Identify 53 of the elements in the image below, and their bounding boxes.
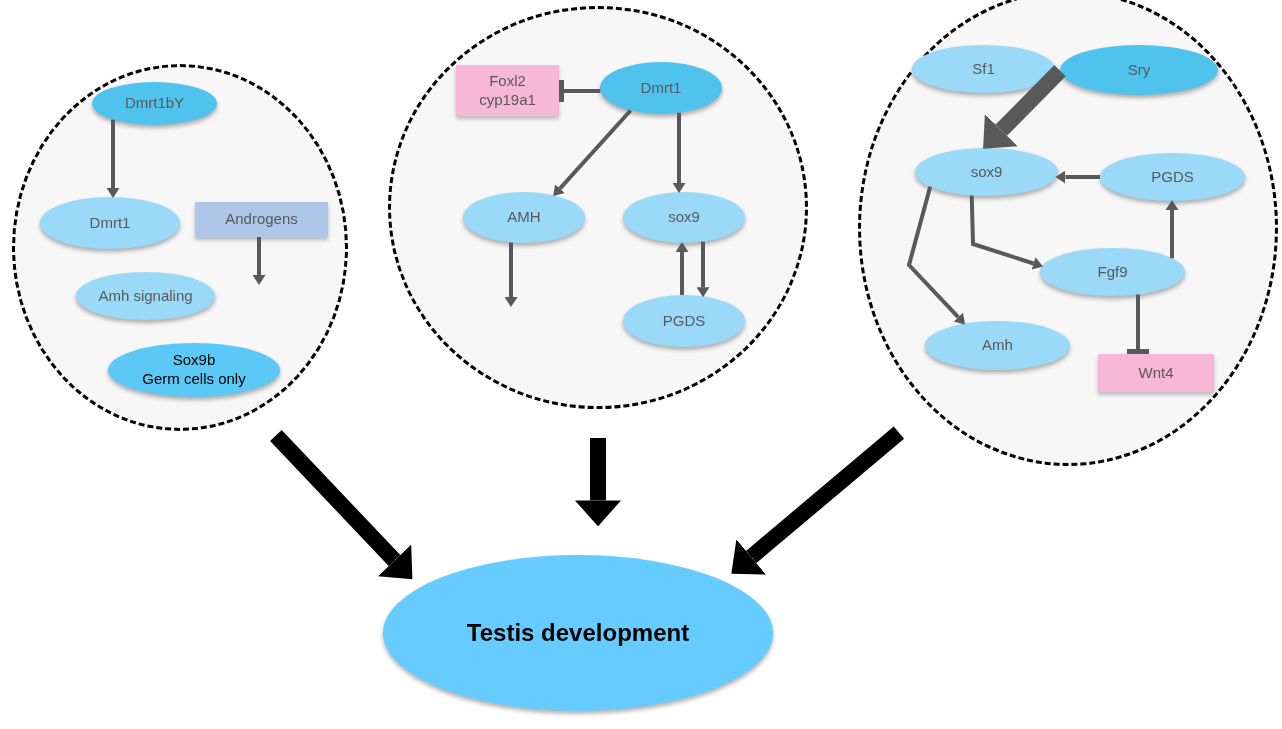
node-label: Amh signaling [98,286,193,306]
gene-ellipse [40,197,180,249]
arrow [731,426,905,575]
node-label: sox9 [668,208,700,227]
gene-ellipse [1040,248,1185,296]
arrow [1165,200,1179,259]
gene-ellipse [915,148,1058,196]
gene-ellipse [912,45,1055,93]
arrow [270,430,413,580]
node-label: Sry [1127,60,1151,80]
node-label: Androgens [225,210,298,229]
arrow [1055,170,1100,184]
gene-box [195,202,328,237]
gene-ellipse [600,62,722,114]
node-label: Dmrt1 [89,213,131,233]
arrow [252,237,266,285]
gene-ellipse [92,82,217,125]
node-label: Sf1 [972,59,995,79]
node-label: cyp19a1 [479,90,536,110]
node-label: PGDS [662,311,706,331]
arrow [983,65,1066,149]
arrow [906,186,966,325]
node-label: Wnt4 [1138,363,1174,383]
gene-ellipse [108,343,280,397]
inhibition-line [1124,294,1152,354]
node-label: Sox9b [172,351,216,370]
arrow [553,109,632,196]
gene-ellipse [1060,45,1218,95]
node-label: Foxl2 [489,71,526,91]
node-label: Fgf9 [1097,262,1128,282]
arrow [675,242,689,295]
arrow [672,112,686,194]
gene-ellipse [76,272,215,320]
gene-ellipse [623,192,745,243]
node-label: PGDS [1151,167,1194,187]
node-label: Amh [982,336,1013,355]
node-label: Germ cells only [142,370,246,389]
gene-box [1098,354,1214,392]
gene-ellipse [463,192,585,243]
arrow [696,241,710,298]
node-label: Testis development [466,618,690,648]
node-label: Dmrt1 [640,78,682,98]
node-label: AMH [507,208,541,227]
inhibition-line [559,77,601,105]
arrow [504,242,518,307]
node-label: Dmrt1bY [124,94,185,113]
gene-ellipse [1100,153,1245,201]
arrow [969,195,1043,270]
arrow [575,438,621,527]
gene-ellipse [623,295,745,347]
node-label: sox9 [970,162,1003,182]
arrow [106,119,120,198]
gene-box [456,65,559,116]
